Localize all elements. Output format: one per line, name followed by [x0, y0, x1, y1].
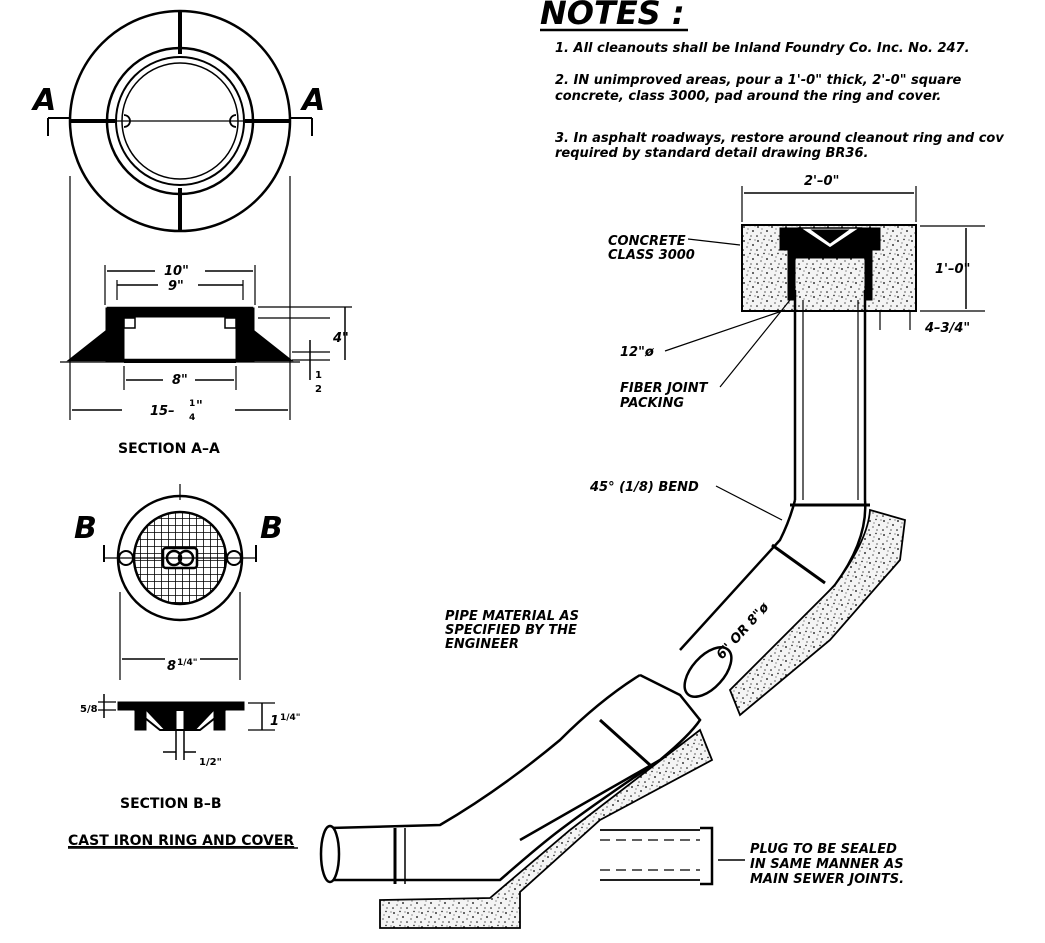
note-2-line-1: 2. IN unimproved areas, pour a 1'-0" thi…: [555, 73, 961, 88]
profile-ring: [779, 227, 881, 301]
section-bb: [98, 694, 275, 760]
dim-8: 8": [172, 373, 188, 388]
label-plug-2: IN SAME MANNER AS: [750, 857, 904, 872]
section-aa: [60, 265, 352, 411]
dim-half-b: 1/2": [199, 757, 222, 768]
dim-8-whole: 8: [167, 659, 176, 674]
ring-flange-left: [68, 328, 109, 361]
dim-2-0: 2'–0": [804, 174, 839, 189]
leader-pipe-dia: [664, 309, 786, 352]
dim-15-frac-num: 1: [189, 399, 195, 409]
dim-1: 1: [270, 714, 279, 729]
plug: [700, 826, 714, 886]
lug-right: [229, 114, 237, 128]
ring-wall-right: [235, 307, 255, 363]
dim-1-frac: 1/4": [280, 713, 301, 723]
label-fiber-2: PACKING: [620, 396, 684, 411]
dim-9: 9": [168, 279, 184, 294]
dim-1-0: 1'–0": [935, 262, 970, 277]
leader-bend: [715, 485, 783, 521]
label-pipe-material-1: PIPE MATERIAL AS: [445, 609, 579, 624]
label-pipe-material-2: SPECIFIED BY THE: [445, 623, 577, 638]
notes-block: NOTES : 1. All cleanouts shall be Inland…: [540, 0, 1004, 161]
ring-flange-right: [251, 328, 292, 361]
cut-label-b-left: B: [74, 511, 97, 546]
lug-left: [123, 114, 131, 128]
dim-half-den: 2: [315, 384, 322, 395]
bedding-upper: [728, 508, 906, 717]
extension-lines-a: [69, 176, 291, 420]
dim-15-frac-den: 4: [189, 413, 195, 423]
section-aa-title: SECTION A–A: [118, 441, 220, 457]
dim-4: 4": [332, 331, 349, 346]
plan-view-a: [47, 9, 313, 233]
notes-heading: NOTES :: [540, 0, 685, 32]
label-fiber-1: FIBER JOINT: [620, 381, 709, 396]
note-3-line-1: 3. In asphalt roadways, restore around c…: [555, 131, 1004, 146]
leader-concrete: [687, 238, 741, 246]
leader-fiber: [719, 299, 791, 388]
note-1: 1. All cleanouts shall be Inland Foundry…: [555, 41, 970, 56]
dim-rim: 4–3/4": [924, 321, 970, 336]
label-pipe-material-3: ENGINEER: [445, 637, 519, 652]
label-plug-3: MAIN SEWER JOINTS.: [750, 872, 904, 887]
cut-label-a-right: A: [300, 83, 325, 118]
label-bend: 45° (1/8) BEND: [589, 480, 699, 495]
label-concrete-1: CONCRETE: [608, 234, 686, 249]
dim-15-unit: ": [196, 399, 203, 414]
dim-8-frac: 1/4": [177, 658, 198, 668]
note-2-line-2: concrete, class 3000, pad around the rin…: [555, 89, 941, 104]
ring-wall-left: [105, 307, 125, 363]
label-pipe-size: 6" OR 8"ø: [714, 599, 773, 662]
note-3-line-2: required by standard detail drawing BR36…: [555, 146, 868, 161]
label-plug-1: PLUG TO BE SEALED: [750, 842, 897, 857]
label-concrete-2: CLASS 3000: [608, 248, 695, 263]
caption-cast-iron: CAST IRON RING AND COVER: [68, 833, 294, 849]
dim-10: 10": [164, 264, 189, 279]
cut-label-b-right: B: [260, 511, 283, 546]
bedding-lower: [379, 728, 714, 929]
profile-detail: [319, 186, 985, 929]
plan-view-b: [103, 484, 257, 680]
cover-plate: [123, 307, 237, 318]
dim-15: 15–: [150, 404, 175, 419]
label-pipe-dia: 12"ø: [620, 345, 655, 360]
cut-label-a-left: A: [31, 83, 56, 118]
dim-58: 5/8: [80, 704, 98, 715]
section-bb-title: SECTION B–B: [120, 796, 222, 812]
dim-half-num: 1: [315, 370, 322, 381]
